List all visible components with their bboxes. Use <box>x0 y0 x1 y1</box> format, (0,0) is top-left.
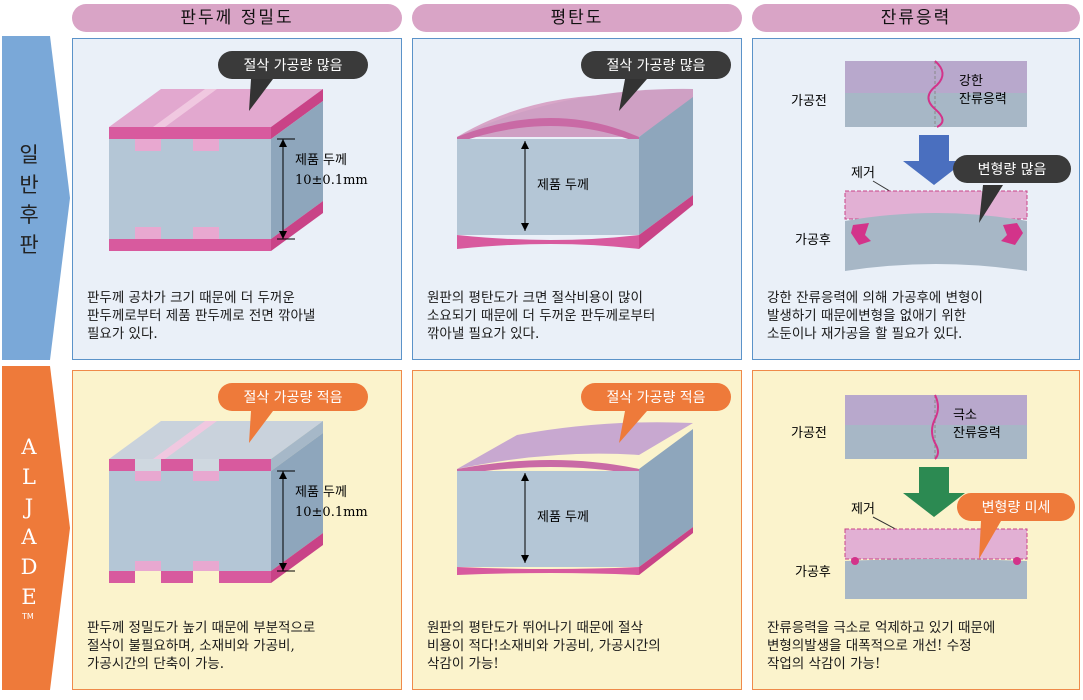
residual-stress-diagram: 가공전 극소 잔류응력 제거 가공후 변형량 미세 <box>791 394 1075 599</box>
label-before: 가공전 <box>791 94 827 109</box>
panel-residual-aljade: 가공전 극소 잔류응력 제거 가공후 변형량 미세 잔류응력을 극소로 억제하고… <box>752 370 1080 690</box>
callout-text: 절삭 가공량 적음 <box>243 390 342 406</box>
stress-label-2: 잔류응력 <box>953 426 1001 441</box>
caption-line-2: 판두께로부터 제품 판두께로 전면 깎아낼 <box>87 308 316 324</box>
caption-line-1: 잔류응력을 극소로 억제하고 있기 때문에 <box>767 620 996 636</box>
label-remove: 제거 <box>851 502 875 517</box>
callout-bubble <box>218 51 368 79</box>
label-after: 가공후 <box>795 565 831 580</box>
thickness-block-diagram: 제품 두께 10±0.1mm 절삭 가공량 많음 <box>109 51 368 251</box>
label-remove: 제거 <box>851 166 875 181</box>
callout-text: 절삭 가공량 많음 <box>606 58 705 74</box>
caption-line-2: 비용이 적다!소재비와 가공비, 가공시간의 <box>427 638 661 654</box>
caption-line-1: 판두께 공차가 크기 때문에 더 두꺼운 <box>87 290 295 306</box>
row-label-aljade: A L J A D E <box>20 435 38 609</box>
caption-line-3: 작업의 삭감이 가능! <box>767 656 881 672</box>
caption-line-2: 절삭이 불필요하며, 소재비와 가공비, <box>87 638 295 654</box>
callout-text: 절삭 가공량 적음 <box>606 390 705 406</box>
flatness-block-diagram: 제품 두께 절삭 가공량 많음 <box>457 51 731 249</box>
residual-stress-diagram: 가공전 강한 잔류응력 제거 가공후 변형량 많음 <box>791 60 1071 271</box>
callout-bubble <box>581 383 731 411</box>
dim-label-2: 10±0.1mm <box>295 173 368 188</box>
stress-label-1: 극소 <box>953 408 977 423</box>
dim-label-2: 10±0.1mm <box>295 505 368 520</box>
callout-text: 변형량 많음 <box>978 162 1047 178</box>
panel-thickness-general: 제품 두께 10±0.1mm 절삭 가공량 많음 판두께 공차가 크기 때문에 … <box>72 38 402 360</box>
caption-line-2: 소요되기 때문에 더 두꺼운 판두께로부터 <box>427 308 656 324</box>
row-arrow-aljade <box>2 366 70 690</box>
header-flatness: 평탄도 <box>412 4 742 32</box>
dim-label-1: 제품 두께 <box>295 485 347 500</box>
row-label-tm: TM <box>22 612 34 621</box>
stress-label-2: 잔류응력 <box>959 92 1007 107</box>
panel-flatness-general: 제품 두께 절삭 가공량 많음 원판의 평탄도가 크면 절삭비용이 많이 소요되… <box>412 38 742 360</box>
callout-bubble <box>581 51 731 79</box>
header-thickness: 판두께 정밀도 <box>72 4 402 32</box>
label-before: 가공전 <box>791 426 827 441</box>
caption-line-3: 삭감이 가능! <box>427 656 499 672</box>
label-after: 가공후 <box>795 233 831 248</box>
caption-line-3: 깎아낼 필요가 있다. <box>427 326 540 342</box>
callout-bubble <box>953 155 1071 183</box>
row-label-general: 일 반 후 판 <box>19 143 39 257</box>
caption-line-3: 소둔이나 재가공을 할 필요가 있다. <box>767 326 963 342</box>
caption-line-2: 발생하기 때문에변형을 없애기 위한 <box>767 308 967 324</box>
callout-text: 절삭 가공량 많음 <box>243 58 342 74</box>
caption-line-3: 필요가 있다. <box>87 326 158 342</box>
header-residual-stress: 잔류응력 <box>752 4 1080 32</box>
dim-label: 제품 두께 <box>537 510 589 525</box>
panel-residual-general: 가공전 강한 잔류응력 제거 가공후 변형량 많음 강한 잔류응력에 의해 가공… <box>752 38 1080 360</box>
stress-label-1: 강한 <box>959 74 983 89</box>
caption-line-1: 판두께 정밀도가 높기 때문에 부분적으로 <box>87 620 316 636</box>
panel-flatness-aljade: 제품 두께 절삭 가공량 적음 원판의 평탄도가 뛰어나기 때문에 절삭 비용이… <box>412 370 742 690</box>
caption-line-1: 원판의 평탄도가 크면 절삭비용이 많이 <box>427 290 643 306</box>
callout-bubble <box>957 493 1075 521</box>
callout-text: 변형량 미세 <box>982 500 1051 516</box>
callout-bubble <box>218 383 368 411</box>
caption-line-1: 강한 잔류응력에 의해 가공후에 변형이 <box>767 290 983 306</box>
caption-line-1: 원판의 평탄도가 뛰어나기 때문에 절삭 <box>427 620 643 636</box>
row-arrow-general <box>2 36 70 360</box>
thickness-block-diagram: 제품 두께 10±0.1mm 절삭 가공량 적음 <box>109 383 368 583</box>
dim-label-1: 제품 두께 <box>295 153 347 168</box>
panel-thickness-aljade: 제품 두께 10±0.1mm 절삭 가공량 적음 판두께 정밀도가 높기 때문에… <box>72 370 402 690</box>
caption-line-2: 변형의발생을 대폭적으로 개선! 수정 <box>767 638 972 654</box>
flatness-block-diagram: 제품 두께 절삭 가공량 적음 <box>457 383 731 575</box>
dim-label: 제품 두께 <box>537 178 589 193</box>
caption-line-3: 가공시간의 단축이 가능. <box>87 656 225 672</box>
